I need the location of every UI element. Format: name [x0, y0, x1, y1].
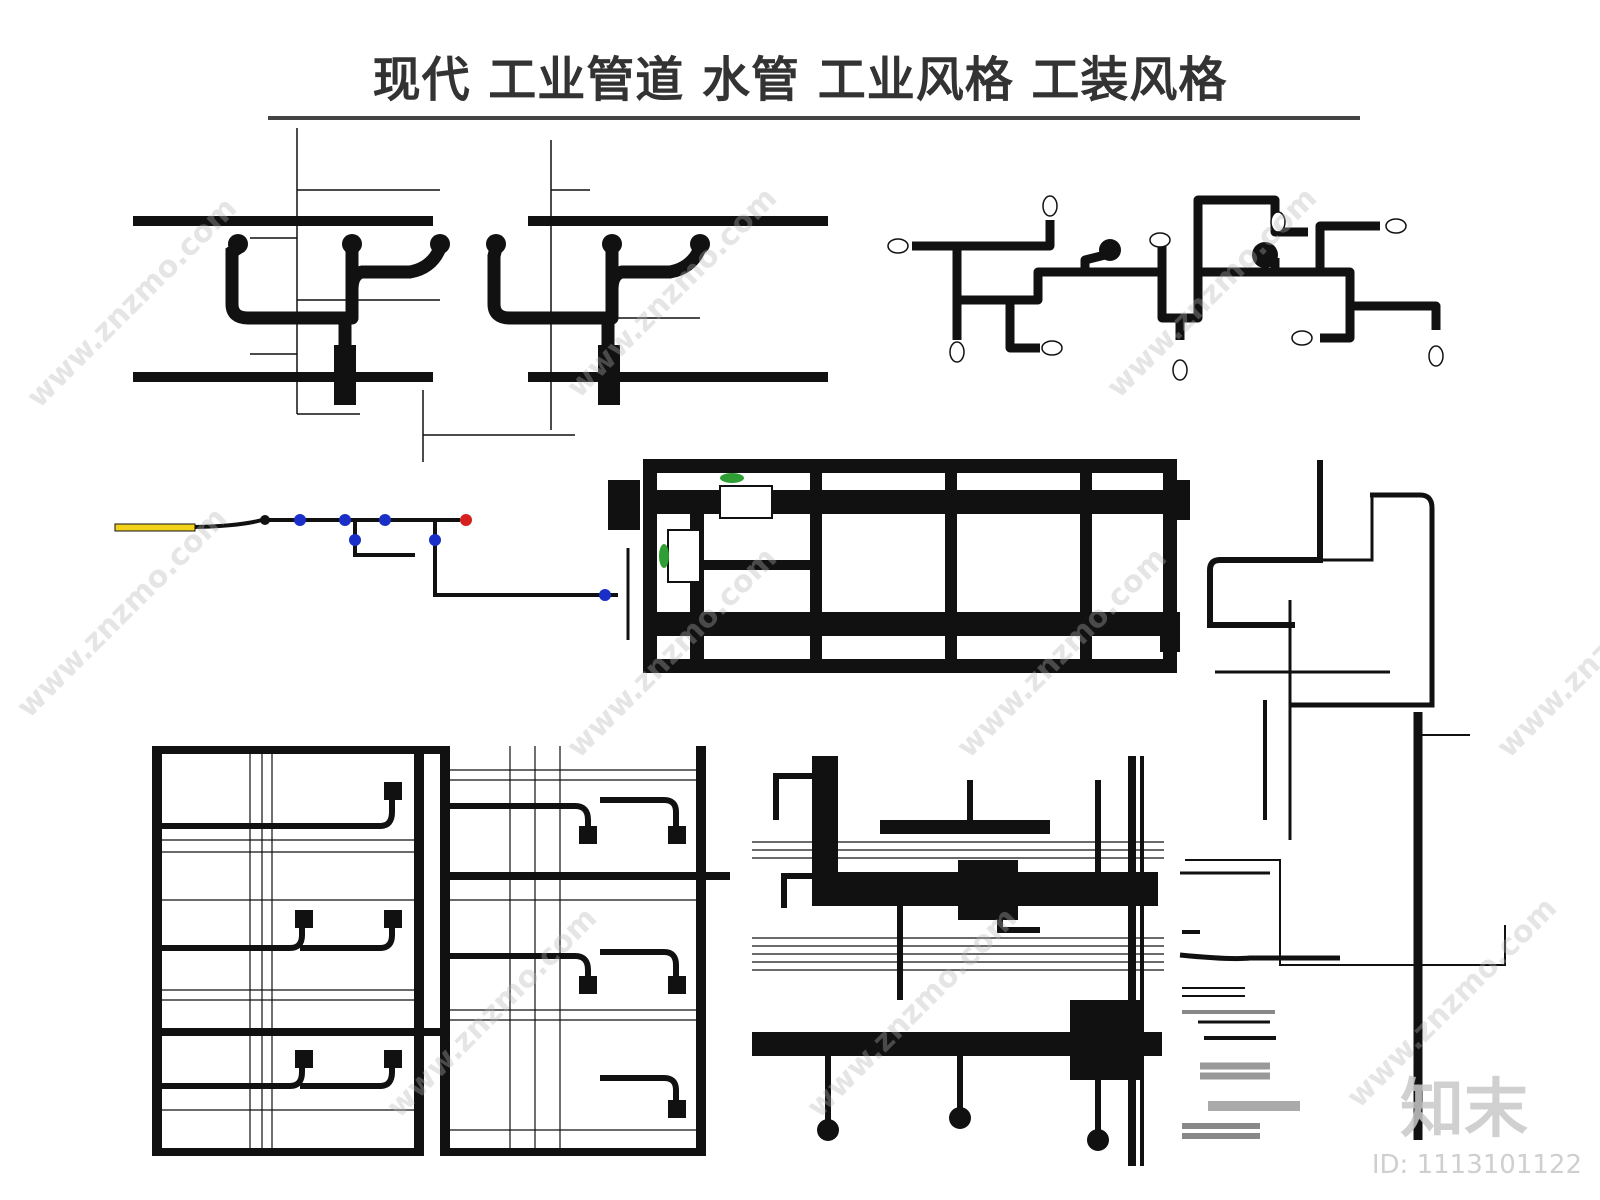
pipe-grid-elevation: [152, 746, 730, 1156]
page-title: 现代 工业管道 水管 工业风格 工装风格: [372, 52, 1228, 108]
hose-valve-assembly: [114, 514, 630, 640]
brand-logo: 知末: [1400, 1073, 1528, 1147]
title-underline: [268, 116, 1360, 120]
vertical-pipe-riser: [1179, 460, 1506, 1140]
duct-pipe-cluster: [752, 756, 1164, 1166]
drain-pipes-section: [133, 128, 828, 462]
pipe-lamp-fixture: [887, 195, 1444, 381]
asset-id-label: ID: 1113101122: [1371, 1150, 1582, 1180]
pipe-parts-catalog: [1182, 930, 1300, 1139]
pipe-frame-manifold: [608, 459, 1190, 673]
